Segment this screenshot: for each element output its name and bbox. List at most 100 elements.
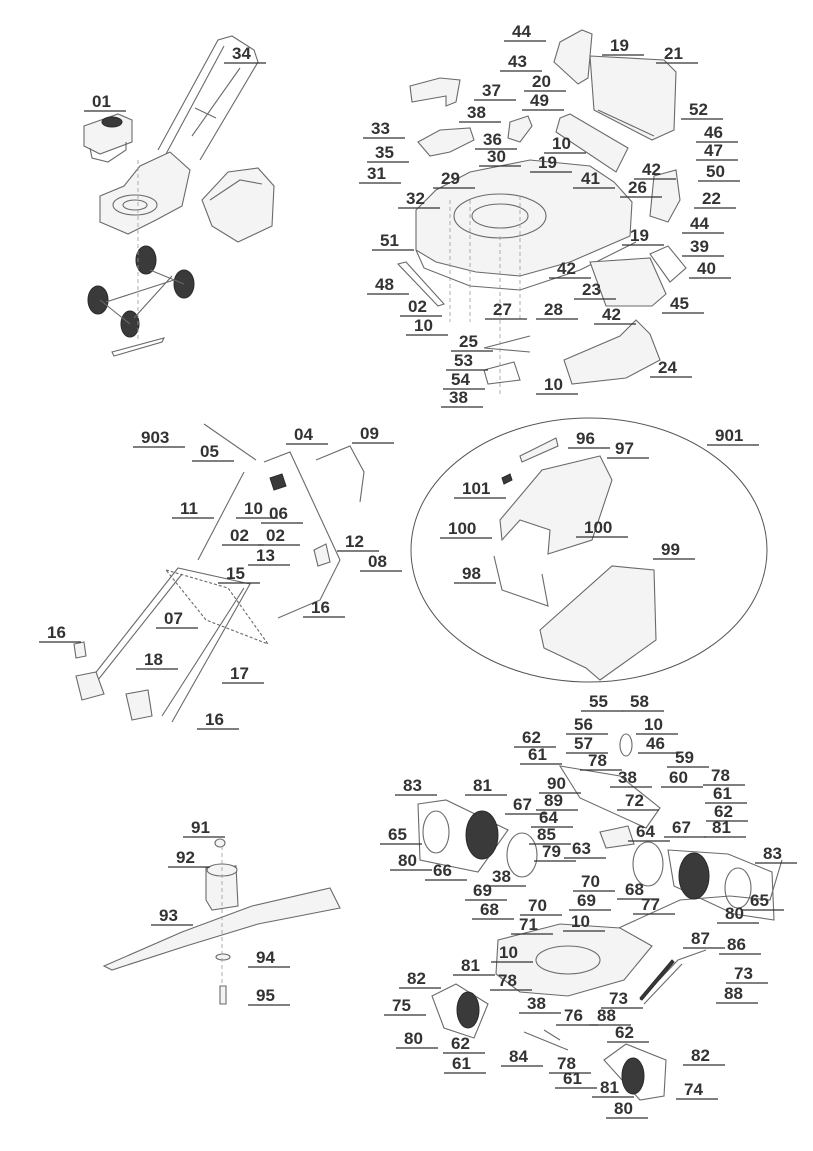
callout-number: 92: [176, 848, 195, 867]
callout-number: 97: [615, 439, 634, 458]
callout-09: 09: [352, 424, 394, 444]
callout-10: 10: [236, 499, 278, 519]
callout-number: 10: [499, 943, 518, 962]
callout-number: 59: [675, 748, 694, 767]
callout-number: 16: [47, 623, 66, 642]
callout-number: 57: [574, 734, 593, 753]
callout-83: 83: [395, 776, 437, 796]
callout-number: 73: [609, 989, 628, 1008]
callout-number: 79: [542, 842, 561, 861]
callout-90: 90: [539, 774, 581, 794]
callout-number: 26: [628, 178, 647, 197]
callout-92: 92: [168, 848, 210, 868]
callout-70: 70: [520, 896, 562, 916]
callout-78: 78: [703, 766, 745, 786]
callout-number: 51: [380, 231, 399, 250]
bag-frame-wire-part: [493, 555, 549, 607]
callout-number: 56: [574, 715, 593, 734]
callout-81: 81: [465, 776, 507, 796]
callout-10: 10: [491, 943, 533, 963]
callout-80: 80: [396, 1029, 438, 1049]
callout-number: 46: [704, 123, 723, 142]
callout-93: 93: [151, 906, 193, 926]
callout-31: 31: [359, 164, 401, 184]
callout-88: 88: [589, 1006, 631, 1026]
callout-61: 61: [555, 1069, 597, 1089]
callout-95: 95: [248, 986, 290, 1006]
callout-number: 69: [473, 881, 492, 900]
callout-27: 27: [485, 300, 527, 320]
blade-part: [102, 887, 341, 971]
callout-number: 55: [589, 692, 608, 711]
callout-74: 74: [676, 1080, 718, 1100]
drive-exploded: [417, 733, 783, 1101]
callout-number: 93: [159, 906, 178, 925]
callout-19: 19: [530, 153, 572, 173]
callout-number: 70: [528, 896, 547, 915]
callout-number: 38: [492, 867, 511, 886]
grass-bag-overview: [201, 167, 275, 243]
callout-44: 44: [504, 22, 546, 42]
callout-number: 42: [557, 259, 576, 278]
callout-23: 23: [574, 280, 616, 300]
callout-43: 43: [500, 52, 542, 72]
callout-number: 75: [392, 996, 411, 1015]
callout-16: 16: [197, 710, 239, 730]
callout-number: 22: [702, 189, 721, 208]
callout-number: 38: [618, 768, 637, 787]
callout-51: 51: [372, 231, 414, 251]
callout-number: 21: [664, 44, 683, 63]
callout-45: 45: [662, 294, 704, 314]
callout-number: 81: [461, 956, 480, 975]
callout-number: 74: [684, 1080, 703, 1099]
callout-number: 10: [552, 134, 571, 153]
callout-number: 94: [256, 948, 275, 967]
latch-part: [483, 361, 521, 385]
callout-16: 16: [303, 598, 345, 618]
callout-69: 69: [569, 891, 611, 911]
callout-number: 85: [537, 825, 556, 844]
callout-number: 45: [670, 294, 689, 313]
callout-72: 72: [617, 791, 659, 811]
callout-number: 90: [547, 774, 566, 793]
callout-number: 37: [482, 81, 501, 100]
callout-18: 18: [136, 650, 178, 670]
callout-number: 78: [498, 971, 517, 990]
callout-04: 04: [286, 425, 328, 445]
callout-67: 67: [505, 795, 547, 815]
callout-91: 91: [183, 818, 225, 838]
callout-number: 61: [528, 745, 547, 764]
callout-number: 47: [704, 141, 723, 160]
callout-number: 07: [164, 609, 183, 628]
callout-96: 96: [568, 429, 610, 449]
deck-overview: [99, 151, 191, 235]
callout-number: 25: [459, 332, 478, 351]
callout-number: 54: [451, 370, 470, 389]
callout-78: 78: [549, 1054, 591, 1074]
callout-number: 06: [269, 504, 288, 523]
grass-bag-exploded: [410, 417, 768, 683]
callout-number: 84: [509, 1047, 528, 1066]
callout-number: 78: [557, 1054, 576, 1073]
callout-number: 17: [230, 664, 249, 683]
callout-17: 17: [222, 664, 264, 684]
callout-number: 63: [572, 839, 591, 858]
callout-88: 88: [716, 984, 758, 1004]
callout-08: 08: [360, 552, 402, 572]
callout-12: 12: [337, 532, 379, 552]
callout-64: 64: [628, 822, 670, 842]
callout-number: 24: [658, 358, 677, 377]
mulch-plug-part: [563, 319, 661, 385]
callout-number: 61: [452, 1054, 471, 1073]
callout-02: 02: [222, 526, 264, 546]
callout-80: 80: [606, 1099, 648, 1119]
callout-67: 67: [664, 818, 706, 838]
callout-97: 97: [607, 439, 649, 459]
callout-number: 19: [538, 153, 557, 172]
callout-13: 13: [248, 546, 290, 566]
callout-89: 89: [536, 791, 578, 811]
callout-77: 77: [633, 895, 675, 915]
callout-10: 10: [406, 316, 448, 336]
callout-number: 16: [205, 710, 224, 729]
